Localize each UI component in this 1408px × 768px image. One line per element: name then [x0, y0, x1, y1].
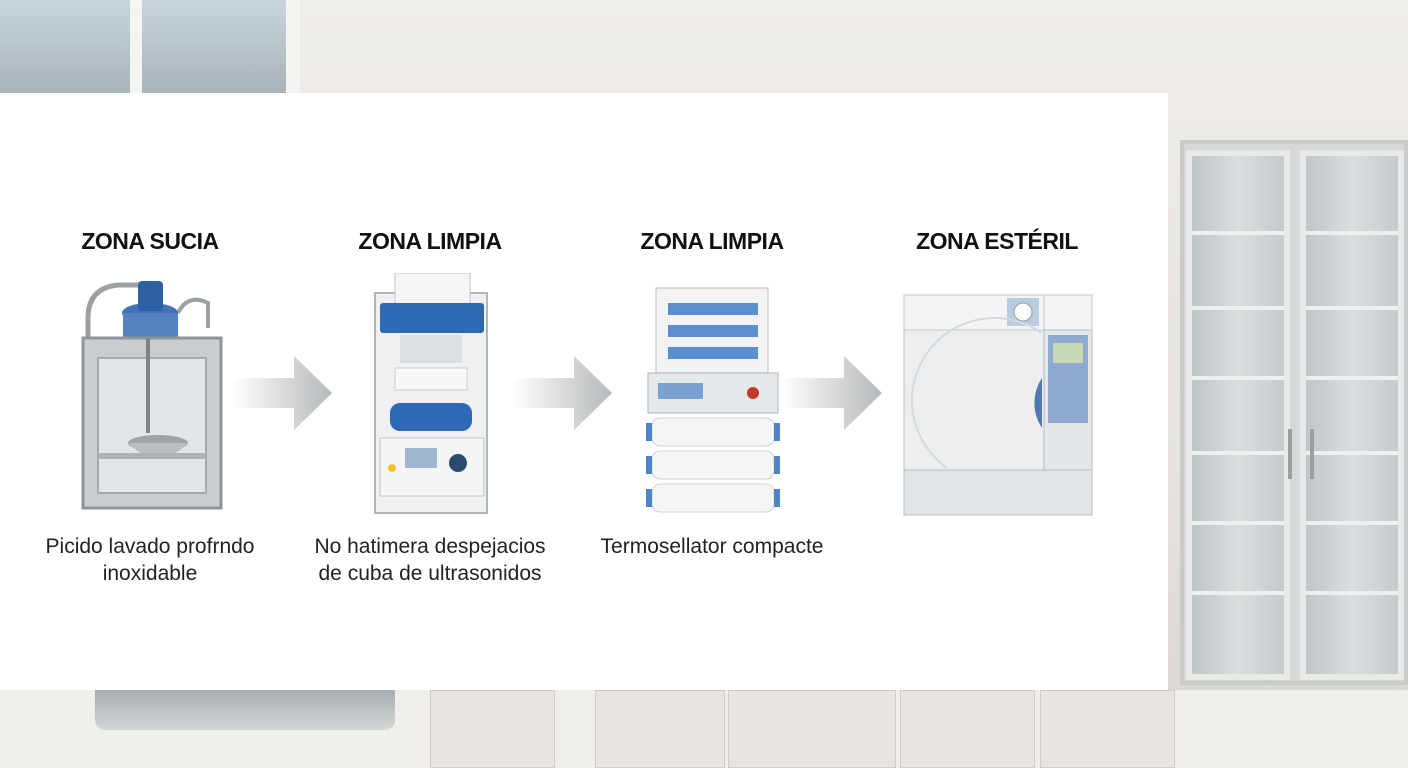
caption-line: de cuba de ultrasonidos	[318, 562, 542, 585]
caption-line: Termosellator compacte	[600, 535, 824, 558]
zone-title: ZONA ESTÉRIL	[916, 228, 1078, 254]
heat-sealer-illustration	[646, 287, 780, 513]
arrow-right-icon	[782, 356, 882, 430]
glass-cabinet	[1180, 140, 1408, 685]
zones-diagram-panel: ZONA SUCIA Picido lavado profrndo inoxida…	[0, 93, 1168, 690]
zone-caption: Termosellator compacte	[572, 533, 852, 560]
sink	[95, 690, 395, 730]
caption-line: Picido lavado profrndo	[45, 535, 255, 558]
ultrasonic-cleaner-illustration	[374, 273, 488, 514]
zone-caption: Picido lavado profrndo inoxidable	[10, 533, 290, 587]
zone-clean-1: ZONA LIMPIA No hatimera despejacios de cu…	[290, 93, 570, 690]
zone-sterile: ZONA ESTÉRIL	[857, 93, 1137, 690]
zone-dirty: ZONA SUCIA Picido lavado profrndo inoxida…	[10, 93, 290, 690]
caption-line: inoxidable	[102, 562, 198, 585]
caption-line: No hatimera despejacios	[314, 535, 546, 558]
zone-title: ZONA LIMPIA	[640, 228, 784, 254]
zone-title: ZONA SUCIA	[81, 228, 219, 254]
autoclave-illustration	[903, 294, 1093, 516]
arrow-right-icon	[232, 356, 332, 430]
window	[0, 0, 300, 95]
zone-clean-2: ZONA LIMPIA Termosellator compacte	[572, 93, 852, 690]
zone-title: ZONA LIMPIA	[358, 228, 502, 254]
arrow-right-icon	[512, 356, 612, 430]
ultrasonic-washer-illustration	[81, 281, 223, 510]
zone-caption: No hatimera despejacios de cuba de ultras…	[290, 533, 570, 587]
